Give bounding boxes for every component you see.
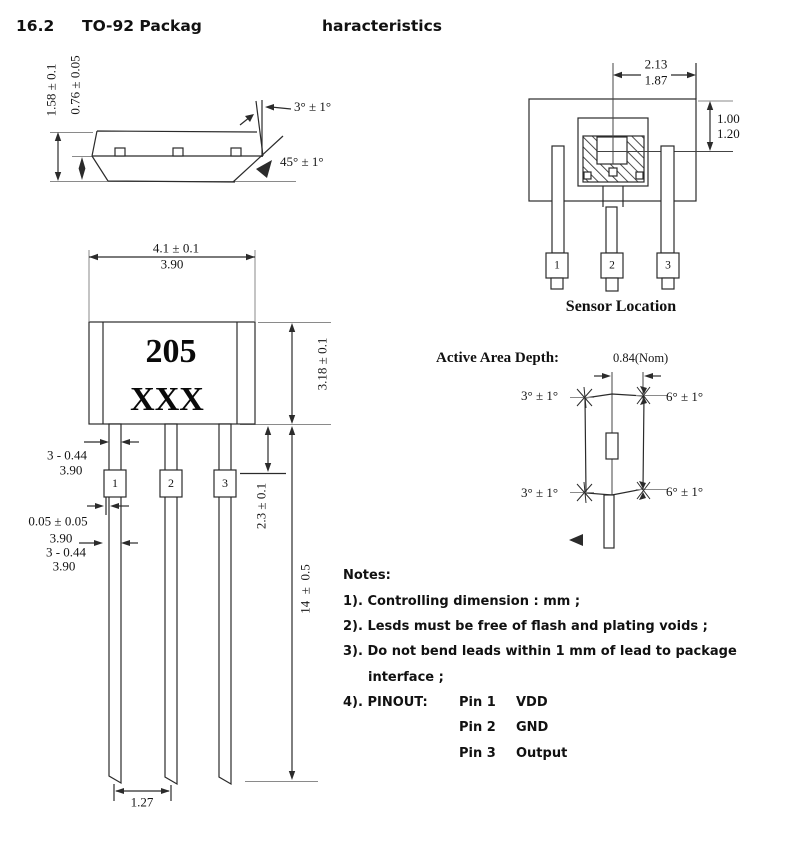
pinout-signal2: GND [516, 720, 549, 735]
dim-3-18: 3.18 ± 0.1 [314, 337, 330, 391]
dim-4-1: 4.1 ± 0.1 [152, 240, 200, 256]
lead-dim-5: 3 - 0.44 [45, 544, 87, 560]
dim-1-20: 1.20 [717, 126, 740, 141]
lead-dim-6: 3.90 [52, 558, 76, 574]
dim-2-3: 2.3 ± 0.1 [253, 482, 269, 530]
fv-pin1-label: 1 [112, 476, 118, 490]
side-view [50, 100, 296, 183]
aa-angle-top-right: 6° ± 1° [666, 389, 704, 404]
lead-dim-2: 3.90 [59, 462, 83, 478]
sensor-location-view [528, 63, 733, 292]
pinout-signal1: VDD [516, 695, 548, 710]
note-3-line1: 3). Do not bend leads within 1 mm of lea… [343, 644, 737, 659]
note-3-line2: interface ; [368, 670, 444, 685]
dim-0-76: 0.76 ± 0.05 [67, 55, 83, 115]
sl-pin2-label: 2 [609, 259, 615, 272]
aa-angle-top-left: 3° ± 1° [521, 388, 559, 403]
fv-pin2-label: 2 [168, 476, 174, 490]
dim-1-00: 1.00 [717, 111, 740, 126]
note-1: 1). Controlling dimension : mm ; [343, 594, 581, 609]
angle-3deg: 3° ± 1° [294, 99, 332, 114]
marking-205: 205 [145, 333, 197, 370]
pinout-pin3: Pin 3 [459, 746, 496, 761]
dim-1-58: 1.58 ± 0.1 [43, 63, 59, 117]
active-area-title: Active Area Depth: [436, 350, 560, 366]
lead-dim-4: 3.90 [49, 530, 73, 546]
aa-angle-bottom-left: 3° ± 1° [521, 485, 559, 500]
fv-pin3-label: 3 [222, 476, 228, 490]
pinout-pin1: Pin 1 [459, 695, 496, 710]
dim-1-27: 1.27 [130, 794, 154, 810]
lead-dim-3: 0.05 ± 0.05 [28, 513, 88, 529]
dim-0-84-nom: 0.84(Nom) [613, 351, 669, 365]
notes-heading: Notes: [343, 568, 391, 583]
section-number: 16.2 [16, 17, 55, 35]
dim-14: 14 ± 0.5 [297, 564, 313, 614]
sl-pin1-label: 1 [554, 259, 560, 272]
sl-pin3-label: 3 [665, 259, 671, 272]
angle-45deg: 45° ± 1° [280, 154, 324, 169]
dim-3-90-top: 3.90 [160, 256, 184, 272]
note-2: 2). Lesds must be free of flash and plat… [343, 619, 708, 634]
page-title-right: haracteristics [322, 17, 443, 35]
pinout-signal3: Output [516, 746, 568, 761]
lead-dim-1: 3 - 0.44 [46, 447, 88, 463]
note-4-label: 4). PINOUT: [343, 695, 428, 710]
dim-1-87: 1.87 [644, 72, 668, 88]
page-title-left: TO-92 Packag [82, 17, 202, 35]
pinout-pin2: Pin 2 [459, 720, 496, 735]
dim-2-13: 2.13 [644, 56, 668, 72]
aa-angle-bottom-right: 6° ± 1° [666, 484, 704, 499]
marking-xxx: XXX [130, 381, 204, 418]
front-view [79, 250, 331, 801]
sensor-location-caption: Sensor Location [565, 298, 677, 315]
active-area-view [569, 372, 668, 549]
